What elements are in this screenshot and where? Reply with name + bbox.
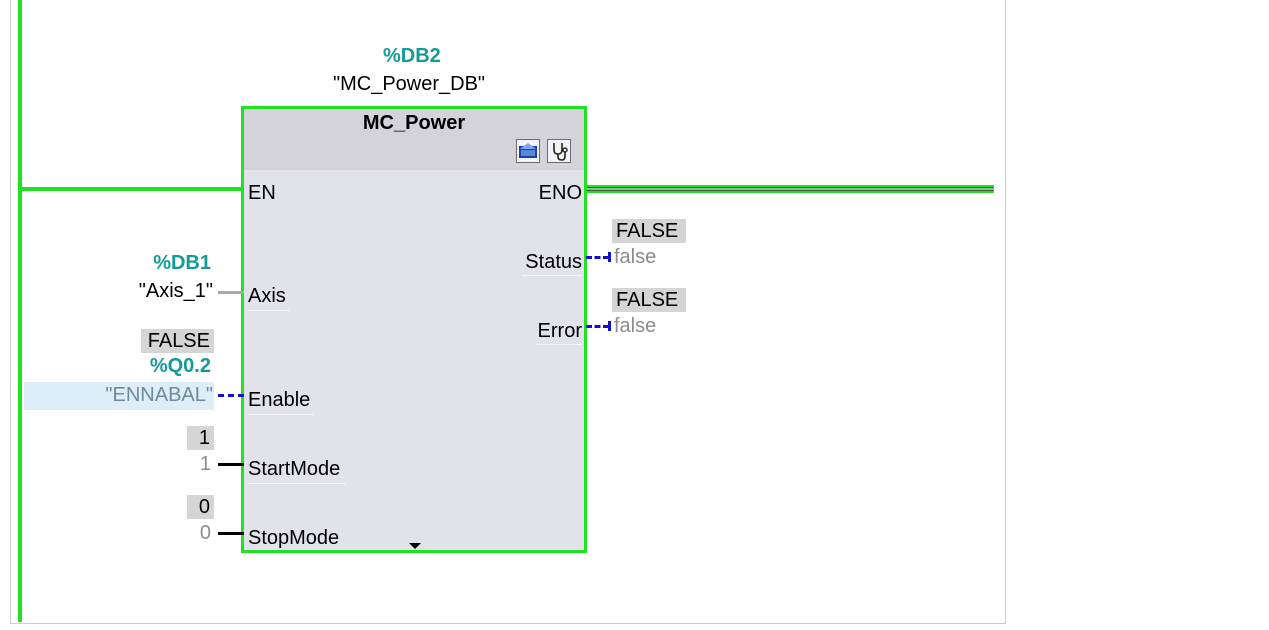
error-value[interactable]: false [614, 315, 657, 337]
pin-error: Error [537, 320, 582, 342]
pin-stopmode: StopMode [248, 527, 340, 549]
startmode-monitor-value: 1 [187, 426, 214, 450]
enable-monitor-value: FALSE [141, 329, 214, 353]
pin-axis: Axis [248, 285, 286, 307]
enable-name[interactable]: "ENNABAL" [105, 384, 213, 406]
error-monitor-value: FALSE [612, 288, 686, 312]
block-view-icon[interactable] [516, 139, 540, 163]
error-wire [586, 325, 609, 328]
pin-eno: ENO [538, 182, 582, 204]
pin-en: EN [248, 182, 276, 204]
pin-axis-underline [248, 310, 290, 311]
power-rail [18, 0, 22, 622]
expand-arrow-icon[interactable] [409, 543, 421, 549]
pin-error-underline [536, 344, 582, 345]
pin-enable: Enable [248, 389, 311, 411]
en-wire [18, 187, 244, 191]
stethoscope-icon[interactable] [547, 139, 571, 163]
enable-wire [218, 394, 244, 397]
stopmode-wire [218, 532, 244, 535]
instance-db-name[interactable]: "MC_Power_DB" [333, 73, 486, 95]
pin-enable-underline [248, 414, 314, 415]
status-value[interactable]: false [614, 246, 657, 268]
stopmode-monitor-value: 0 [187, 495, 214, 519]
mc-power-block[interactable]: MC_Power EN ENO Status Axis Error Enable… [241, 106, 587, 553]
startmode-value[interactable]: 1 [199, 453, 211, 475]
instance-db-address[interactable]: %DB2 [383, 45, 441, 67]
pin-startmode: StartMode [248, 458, 341, 480]
pin-status-underline [522, 275, 582, 276]
pin-startmode-underline [248, 483, 346, 484]
block-header: MC_Power [244, 109, 584, 170]
block-title: MC_Power [362, 112, 466, 134]
pin-status: Status [525, 251, 582, 273]
stopmode-value[interactable]: 0 [199, 522, 211, 544]
status-wire [586, 256, 609, 259]
error-wire-stub [608, 321, 611, 331]
axis-wire [218, 291, 244, 294]
status-monitor-value: FALSE [612, 219, 686, 243]
enable-tag-highlight [24, 382, 214, 410]
axis-address[interactable]: %DB1 [153, 252, 211, 274]
status-wire-stub [608, 252, 611, 262]
startmode-wire [218, 463, 244, 466]
eno-wire [586, 185, 994, 193]
enable-address[interactable]: %Q0.2 [149, 355, 211, 377]
axis-name[interactable]: "Axis_1" [138, 280, 213, 302]
